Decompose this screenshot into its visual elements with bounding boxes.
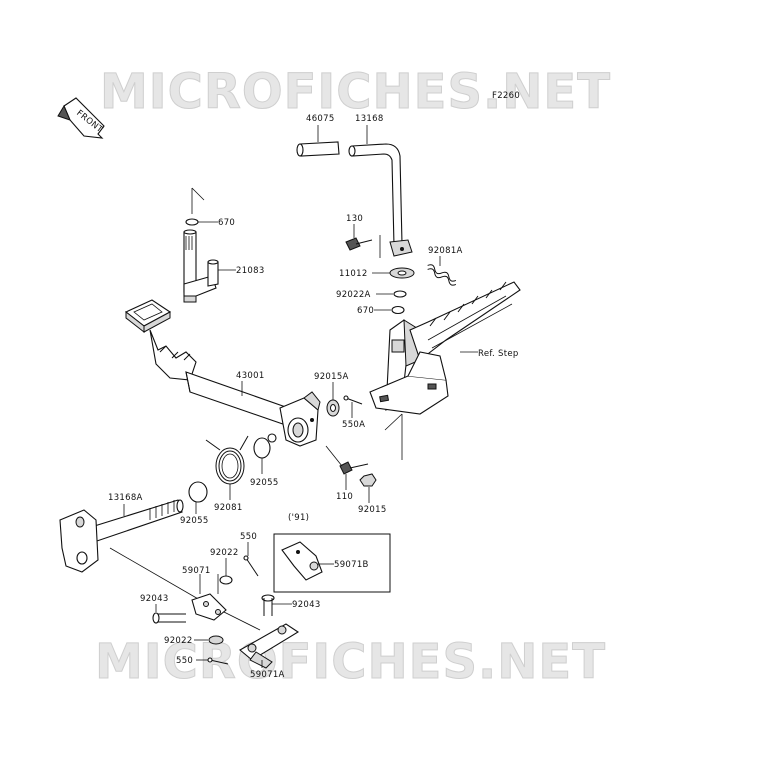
cotter-550 xyxy=(243,555,259,577)
part-130: 130 xyxy=(346,214,363,224)
part-13168A: 13168A xyxy=(108,493,143,503)
step-frame xyxy=(369,281,521,415)
part-550-lower: 550 xyxy=(176,656,193,666)
part-92022: 92022 xyxy=(210,548,239,558)
washer-92022-lower xyxy=(208,635,224,645)
oring-670-left xyxy=(185,218,199,226)
bolt-130 xyxy=(345,237,373,251)
link-59071 xyxy=(191,593,227,621)
part-92022A: 92022A xyxy=(336,290,371,300)
part-43001: 43001 xyxy=(236,371,265,381)
pin xyxy=(267,433,277,443)
ref-step-label: Ref. Step xyxy=(478,349,519,359)
part-92015A: 92015A xyxy=(314,372,349,382)
part-21083: 21083 xyxy=(236,266,265,276)
part-46075: 46075 xyxy=(306,114,335,124)
part-550A: 550A xyxy=(342,420,365,430)
part-110: 110 xyxy=(336,492,353,502)
link-59071A xyxy=(239,623,300,669)
part-670-left: 670 xyxy=(218,218,235,228)
pin-92043-left xyxy=(152,612,186,624)
part-92043-left: 92043 xyxy=(140,594,169,604)
brake-pedal-43001 xyxy=(124,299,321,447)
bolt-110 xyxy=(339,461,369,475)
nut-92015 xyxy=(359,473,377,487)
part-11012: 11012 xyxy=(339,269,368,279)
pin-92043-right xyxy=(261,594,275,616)
figure-code: F2260 xyxy=(492,91,520,101)
collar-92015A xyxy=(326,399,340,417)
part-13168: 13168 xyxy=(355,114,384,124)
part-59071A: 59071A xyxy=(250,670,285,680)
oring-670-right xyxy=(391,305,405,315)
front-arrow-icon: FRONT xyxy=(57,97,105,139)
watermark-top: MICROFICHES.NET xyxy=(100,64,611,120)
shaft-21083 xyxy=(183,229,219,303)
part-59071B: 59071B xyxy=(334,560,369,570)
part-92055-lower: 92055 xyxy=(180,516,209,526)
part-59071: 59071 xyxy=(182,566,211,576)
inset-label: ('91) xyxy=(288,513,309,523)
oring-92055-lower xyxy=(188,481,208,503)
watermark-bottom: MICROFICHES.NET xyxy=(95,634,606,690)
part-92081A: 92081A xyxy=(428,246,463,256)
part-92022-lower: 92022 xyxy=(164,636,193,646)
part-92055-upper: 92055 xyxy=(250,478,279,488)
spring-92081A xyxy=(427,264,457,286)
part-92015: 92015 xyxy=(358,505,387,515)
inset-1991: ('91) xyxy=(273,513,391,593)
cotter-550A xyxy=(343,395,363,405)
lever-13168 xyxy=(348,143,413,257)
cotter-550-lower xyxy=(207,657,229,665)
spring-92081 xyxy=(205,435,249,485)
washer-92022 xyxy=(219,575,233,585)
oring-92055-upper xyxy=(253,437,271,459)
part-92043-right: 92043 xyxy=(292,600,321,610)
part-92081: 92081 xyxy=(214,503,243,513)
grip-46075 xyxy=(296,141,340,157)
part-550: 550 xyxy=(240,532,257,542)
shaft-13168A xyxy=(59,499,184,573)
washer-92022A xyxy=(393,290,407,298)
part-670-right: 670 xyxy=(357,306,374,316)
